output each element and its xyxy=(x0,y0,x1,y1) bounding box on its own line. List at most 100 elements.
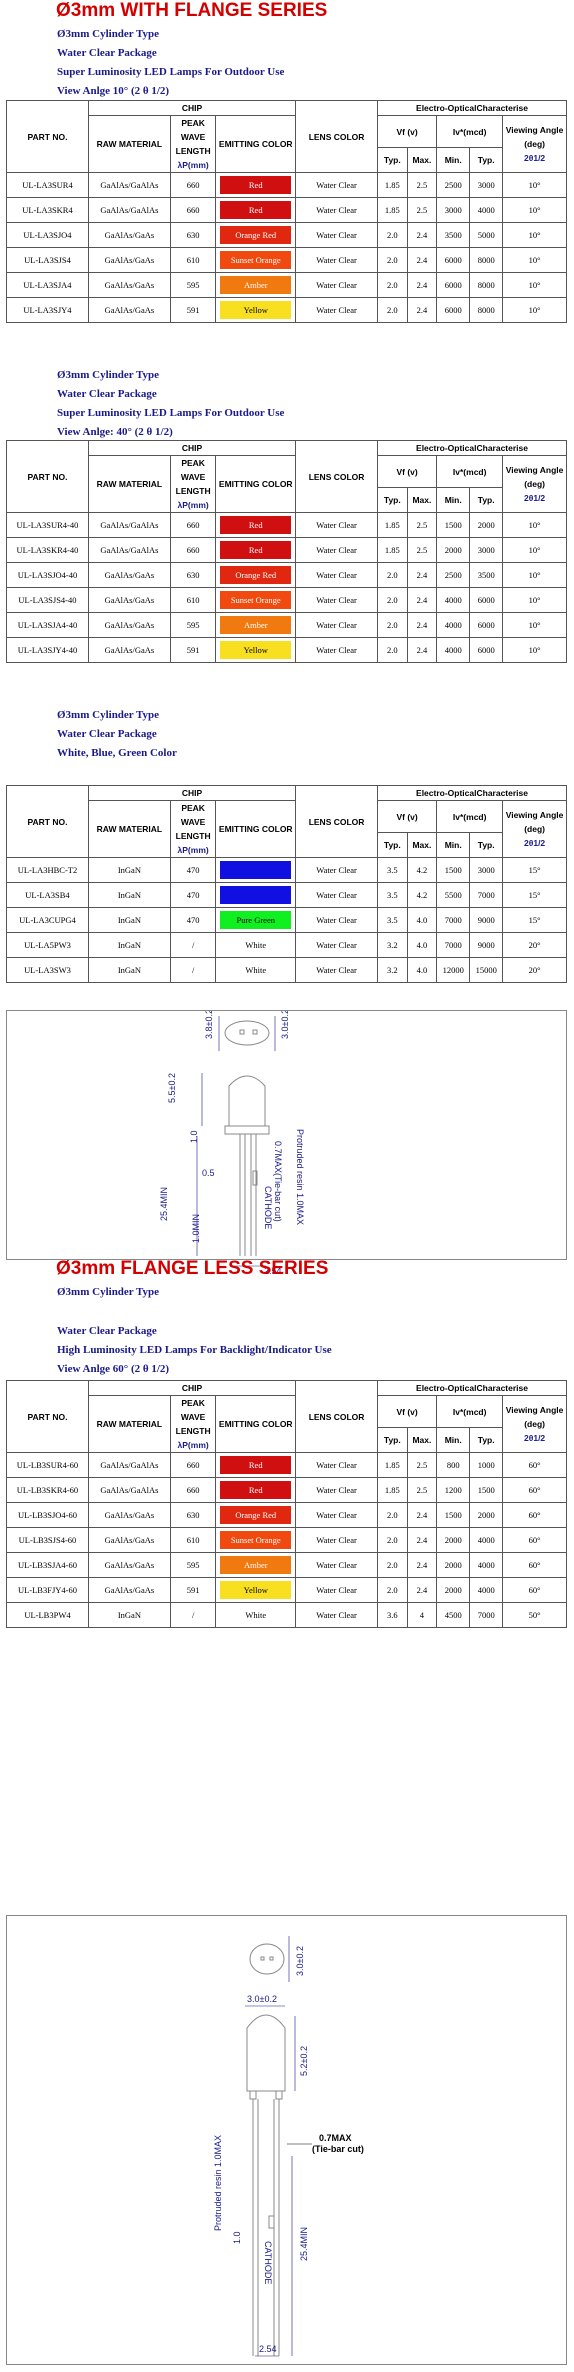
vf-typ: 2.0 xyxy=(377,1552,408,1578)
emitting-color-cell: White xyxy=(215,932,297,958)
header-viewing: Viewing Angle (deg)2θ1/2 xyxy=(502,455,567,513)
vf-max: 2.4 xyxy=(406,1577,438,1603)
viewing-angle: 10° xyxy=(502,272,567,298)
dim2-flange: 1.0 xyxy=(232,2231,242,2244)
raw-material: GaAlAs/GaAs xyxy=(87,612,171,638)
lens-color: Water Clear xyxy=(295,587,379,613)
description-line: Ø3mm Cylinder Type xyxy=(57,1286,160,1298)
vf-max: 2.4 xyxy=(406,1502,438,1528)
viewing-angle: 10° xyxy=(502,222,567,248)
lens-color: Water Clear xyxy=(295,1452,379,1478)
raw-material: GaAlAs/GaAlAs xyxy=(87,512,171,538)
peak-wavelength: 660 xyxy=(169,1477,217,1503)
emitting-color-cell: White xyxy=(215,957,297,983)
viewing-angle: 10° xyxy=(502,637,567,663)
part-no: UL-LA3SJA4-40 xyxy=(6,612,89,638)
header-iv: Iv*(mcd) xyxy=(436,1395,504,1428)
vf-max: 2.5 xyxy=(406,1477,438,1503)
raw-material: GaAlAs/GaAs xyxy=(87,247,171,273)
iv-typ: 4000 xyxy=(469,1577,504,1603)
header-iv-typ: Typ. xyxy=(469,832,504,858)
emitting-color-cell: Orange Red xyxy=(215,1502,297,1528)
lens-color: Water Clear xyxy=(295,1577,379,1603)
header-iv: Iv*(mcd) xyxy=(436,455,504,488)
header-viewing-symbol: 2θ1/2 xyxy=(524,838,546,848)
raw-material: GaAlAs/GaAlAs xyxy=(87,1452,171,1478)
vf-max: 4.2 xyxy=(406,882,438,908)
iv-min: 1200 xyxy=(436,1477,471,1503)
raw-material: InGaN xyxy=(87,857,171,883)
raw-material: GaAlAs/GaAs xyxy=(87,587,171,613)
viewing-angle: 50° xyxy=(502,1602,567,1628)
peak-wavelength: 660 xyxy=(169,512,217,538)
series-title-flange: Ø3mm WITH FLANGE SERIES xyxy=(56,0,328,21)
header-iv-typ: Typ. xyxy=(469,147,504,173)
peak-wavelength: 591 xyxy=(169,297,217,323)
part-no: UL-LA3CUPG4 xyxy=(6,907,89,933)
peak-wavelength: / xyxy=(169,932,217,958)
series-title-flangeless: Ø3mm FLANGE LESS SERIES xyxy=(56,1258,329,1279)
vf-typ: 1.85 xyxy=(377,172,408,198)
raw-material: GaAlAs/GaAs xyxy=(87,1527,171,1553)
raw-material: GaAlAs/GaAlAs xyxy=(87,197,171,223)
drawing-1-bottom: 2.54 xyxy=(6,1262,567,1302)
header-viewing-label: Viewing Angle (deg) xyxy=(505,465,564,489)
raw-material: GaAlAs/GaAs xyxy=(87,1552,171,1578)
iv-typ: 9000 xyxy=(469,907,504,933)
viewing-angle: 20° xyxy=(502,957,567,983)
vf-typ: 1.85 xyxy=(377,512,408,538)
part-no: UL-LB3SJS4-60 xyxy=(6,1527,89,1553)
vf-typ: 2.0 xyxy=(377,1527,408,1553)
header-vf-typ: Typ. xyxy=(377,1427,408,1453)
led-drawing-flange: 3.8±0.2 3.0±0.2 5.5±0.2 1.0 0.5 25.4MIN … xyxy=(6,1009,567,1260)
header-viewing: Viewing Angle (deg)2θ1/2 xyxy=(502,115,567,173)
iv-min: 7000 xyxy=(436,932,471,958)
header-emitting: EMITTING COLOR xyxy=(215,115,297,173)
iv-typ: 6000 xyxy=(469,612,504,638)
color-swatch: Red xyxy=(220,1481,292,1499)
iv-typ: 6000 xyxy=(469,637,504,663)
vf-max: 4.0 xyxy=(406,907,438,933)
emitting-color-cell: Sunset Orange xyxy=(215,247,297,273)
header-peak-unit: λP(mm) xyxy=(177,1440,209,1450)
raw-material: GaAlAs/GaAs xyxy=(87,637,171,663)
iv-typ: 7000 xyxy=(469,1602,504,1628)
header-viewing: Viewing Angle (deg)2θ1/2 xyxy=(502,800,567,858)
header-part-no: PART NO. xyxy=(6,440,89,513)
header-emitting: EMITTING COLOR xyxy=(215,800,297,858)
lens-color: Water Clear xyxy=(295,1552,379,1578)
color-swatch: Sunset Orange xyxy=(220,591,292,609)
header-peak-label: PEAK WAVE LENGTH xyxy=(175,118,211,156)
vf-max: 2.4 xyxy=(406,612,438,638)
header-peak-label: PEAK WAVE LENGTH xyxy=(175,1398,211,1436)
viewing-angle: 10° xyxy=(502,197,567,223)
header-iv-min: Min. xyxy=(436,832,471,858)
vf-typ: 3.5 xyxy=(377,882,408,908)
emitting-color-cell: Orange Red xyxy=(215,222,297,248)
iv-min: 6000 xyxy=(436,272,471,298)
viewing-angle: 60° xyxy=(502,1577,567,1603)
part-no: UL-LA3SJS4-40 xyxy=(6,587,89,613)
color-swatch: Red xyxy=(220,516,292,534)
part-no: UL-LA3SJS4 xyxy=(6,247,89,273)
iv-typ: 1500 xyxy=(469,1477,504,1503)
header-viewing-symbol: 2θ1/2 xyxy=(524,153,546,163)
iv-typ: 4000 xyxy=(469,197,504,223)
vf-max: 2.4 xyxy=(406,247,438,273)
lens-color: Water Clear xyxy=(295,1502,379,1528)
header-lens: LENS COLOR xyxy=(295,785,379,858)
vf-typ: 2.0 xyxy=(377,247,408,273)
dim-top-a: 3.8±0.2 xyxy=(204,1011,214,1039)
header-raw-material: RAW MATERIAL xyxy=(87,455,171,513)
peak-wavelength: 595 xyxy=(169,272,217,298)
raw-material: GaAlAs/GaAs xyxy=(87,272,171,298)
